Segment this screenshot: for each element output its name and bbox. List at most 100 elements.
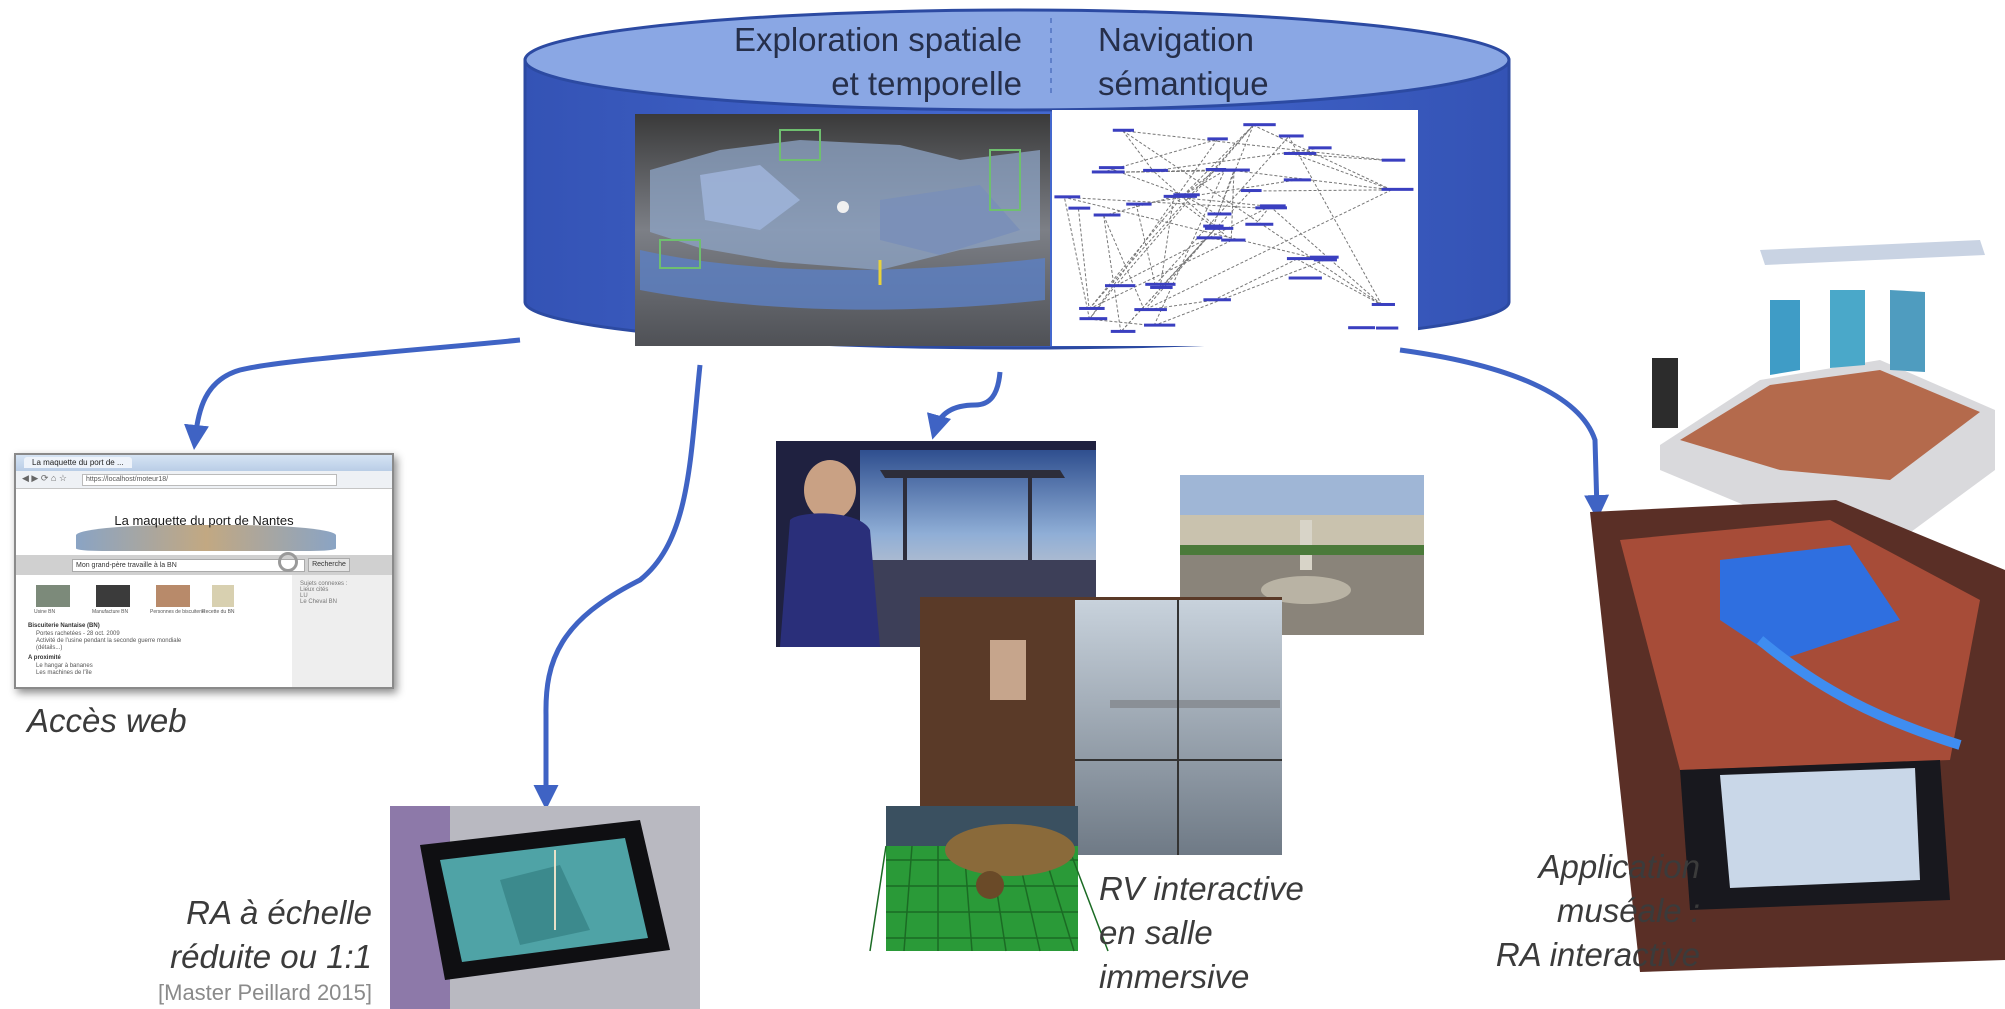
graph-node-label	[1145, 282, 1176, 286]
graph-edge	[1288, 136, 1383, 306]
web-browser-screenshot: La maquette du port de ... ◀ ▶ ⟳ ⌂ ☆ htt…	[14, 453, 394, 689]
related-topic-2: LU	[300, 593, 308, 599]
grid-line	[869, 845, 887, 952]
graph-edge	[1217, 124, 1254, 215]
graph-edge	[1233, 170, 1392, 191]
search-input: Mon grand-père travaille à la BN	[72, 559, 305, 572]
graph-edge	[1089, 139, 1218, 320]
browser-tab-bar: La maquette du port de ...	[16, 455, 392, 471]
graph-edge	[1114, 205, 1271, 287]
graph-node-label	[1112, 128, 1134, 132]
graph-node-label	[1309, 255, 1339, 259]
graph-node-label	[1079, 317, 1108, 321]
arrow-to-museum	[1399, 347, 1610, 520]
semantic-graph-view	[1052, 110, 1418, 346]
graph-node-label	[1283, 151, 1317, 155]
graph-edge	[1064, 196, 1324, 261]
magnifier-icon	[278, 552, 298, 572]
skateboard-render-photo	[869, 806, 1109, 952]
url-field: https://localhost/moteur18/	[82, 474, 337, 486]
cylinder-right-caption: Navigation sémantique	[1098, 18, 1358, 106]
proximity-item-1: Le hangar à bananes	[36, 663, 93, 669]
graph-node-label	[1243, 123, 1276, 127]
cylinder-right-line2: sémantique	[1098, 65, 1269, 102]
city-3d-view	[635, 114, 1050, 346]
graph-node-label	[1260, 204, 1286, 208]
graph-node-label	[1173, 193, 1200, 197]
graph-node-label	[1375, 326, 1399, 330]
graph-node-label	[1068, 206, 1091, 210]
museum-caption-line3: RA interactive	[1495, 936, 1700, 973]
graph-edge	[1063, 197, 1090, 320]
related-topic-3: Le Cheval BN	[300, 599, 338, 605]
proximity-heading: A proximité	[28, 655, 61, 661]
vr-caption-line1: RV interactive	[1099, 870, 1304, 907]
thumb-caption-1: Usine BN	[34, 609, 56, 615]
graph-edge	[1250, 189, 1392, 192]
tablet-ar-photo	[390, 806, 700, 1009]
related-topic-1: Lieux cités	[300, 587, 329, 593]
graph-node-label	[1371, 302, 1395, 306]
related-topics-panel: Sujets connexes : Lieux cités LU Le Chev…	[292, 575, 392, 687]
museum-table-photo	[1590, 500, 2005, 972]
graph-edge	[1153, 170, 1225, 326]
thumb-caption-3: Personnes de biscuiterie	[150, 609, 205, 615]
graph-edge	[1183, 169, 1217, 196]
graph-edge	[1153, 259, 1324, 327]
graph-node-label	[1224, 168, 1250, 172]
graph-edge	[1144, 189, 1392, 311]
graph-node-label	[1283, 178, 1311, 182]
graph-edge	[1293, 153, 1392, 191]
graph-node-label	[1143, 168, 1168, 172]
graph-edge	[1253, 124, 1392, 191]
graph-edge	[1103, 215, 1145, 311]
graph-node-label	[1214, 168, 1236, 172]
thumb-caption-4: Recette du BN	[202, 609, 235, 615]
graph-node-label	[1098, 166, 1125, 170]
vr-caption: RV interactive en salle immersive	[1099, 867, 1339, 999]
graph-node-label	[1381, 158, 1406, 162]
graph-edge	[1120, 228, 1216, 333]
web-caption: Accès web	[27, 702, 187, 739]
graph-node-label	[1278, 134, 1304, 138]
graph-node-label	[1207, 137, 1228, 141]
graph-edge	[1213, 258, 1298, 301]
graph-edge	[1122, 130, 1154, 172]
graph-edge	[1122, 130, 1392, 162]
arrow-to-web	[184, 337, 521, 450]
graph-node-label	[1221, 238, 1246, 242]
graph-edge	[1064, 196, 1266, 209]
result-line-1: Portes rachetées - 28 oct. 2009	[36, 631, 120, 637]
graph-node-label	[1104, 284, 1136, 288]
graph-edge	[1254, 206, 1271, 226]
graph-edge	[1159, 196, 1175, 289]
graph-edge	[1088, 240, 1232, 310]
museum-caption: Application muséale : RA interactive	[1440, 845, 1700, 977]
proximity-item-2: Les machines de l'île	[36, 670, 92, 676]
search-button: Recherche	[308, 558, 350, 572]
graph-edge	[1103, 196, 1174, 216]
graph-node-label	[1381, 187, 1414, 191]
museum-caption-line2: muséale :	[1556, 892, 1700, 929]
graph-edge	[1088, 124, 1254, 310]
thumbnail-3	[156, 585, 190, 607]
ar-small-credit: [Master Peillard 2015]	[158, 980, 372, 1005]
cylinder-left-line2: et temporelle	[831, 65, 1022, 102]
graph-node-label	[1288, 276, 1322, 280]
ar-small-caption: RA à échelle réduite ou 1:1	[120, 891, 372, 979]
arrow-to-vr	[926, 371, 1003, 440]
nav-arrows-icon: ◀ ▶ ⟳ ⌂ ☆	[22, 473, 67, 483]
thumb-caption-2: Manufacture BN	[92, 609, 129, 615]
graph-node-label	[1091, 170, 1125, 174]
graph-node-label	[1348, 326, 1376, 330]
graph-node-label	[1203, 224, 1224, 228]
graph-edge	[1089, 318, 1155, 327]
graph-node-label	[1134, 308, 1167, 312]
result-heading: Biscuiterie Nantaise (BN)	[28, 623, 100, 629]
graph-edge	[1108, 167, 1184, 196]
thumbnail-2	[96, 585, 130, 607]
arrows	[184, 337, 1610, 810]
browser-tab: La maquette du port de ...	[24, 457, 132, 468]
graph-node-label	[1079, 306, 1105, 310]
